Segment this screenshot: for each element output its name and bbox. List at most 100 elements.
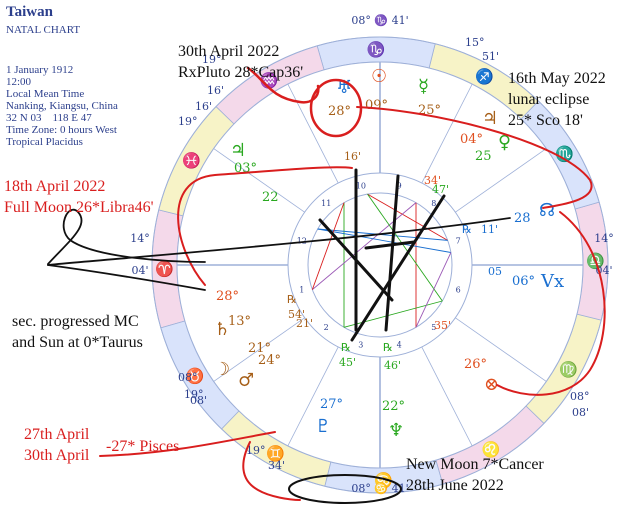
pluto-annotation-date: 30th April 2022 bbox=[178, 43, 280, 60]
zodiac-sign-glyph: ♓ bbox=[182, 152, 201, 170]
house-number-8: 8 bbox=[431, 199, 436, 208]
aspect-line bbox=[312, 202, 417, 290]
house-number-5: 5 bbox=[431, 323, 436, 332]
pluto2-degree: 27° bbox=[320, 397, 343, 412]
april-annotation-line2: 30th April bbox=[24, 447, 90, 464]
mars-degree: 26° bbox=[464, 357, 487, 372]
zodiac-sign-glyph: ♍ bbox=[559, 360, 578, 378]
red-eclipse-line bbox=[356, 106, 593, 209]
zodiac-sign-glyph: ♌ bbox=[482, 441, 501, 459]
black-ic-ellipse bbox=[288, 474, 402, 504]
degree-05: 05 bbox=[488, 265, 502, 278]
april-annotation-line1: 27th April bbox=[24, 426, 90, 443]
minute-35: 35' bbox=[434, 319, 451, 332]
cusp-degree-labels: 08° ♑ 41' 08° ♋ 41' 14° 04' 14° 04' 15° … bbox=[130, 14, 614, 495]
cusp8-degree: 08° bbox=[570, 390, 590, 403]
eclipse-annotation-date: 16th May 2022 bbox=[508, 70, 606, 87]
mercury-glyph: ☿ bbox=[418, 76, 429, 97]
fortune-glyph: ⊗ bbox=[484, 374, 499, 395]
aspect-line bbox=[317, 228, 451, 253]
house-number-3: 3 bbox=[358, 341, 363, 350]
desc-degree-label: 14° bbox=[594, 232, 614, 245]
house-cusp-line bbox=[213, 148, 305, 213]
minute-46: 46' bbox=[384, 359, 401, 372]
house-cusp-line bbox=[455, 148, 547, 213]
cusp9-degree: 19° bbox=[202, 53, 222, 66]
black-stroke-2 bbox=[384, 174, 400, 332]
sun-glyph: ☉ bbox=[371, 66, 387, 87]
cusp2-minute: 08' bbox=[190, 394, 207, 407]
minute-54: 54' bbox=[288, 308, 305, 321]
progressed-annotation-line2: and Sun at 0*Taurus bbox=[12, 334, 143, 351]
cusp8-minute: 08' bbox=[572, 406, 589, 419]
zodiac-sign-glyph: ♐ bbox=[475, 68, 494, 86]
saturn-glyph: ♄ bbox=[214, 319, 230, 340]
black-axis-tail bbox=[47, 264, 206, 291]
newmoon-annotation-text: New Moon 7*Cancer bbox=[406, 456, 544, 473]
leo-degree: 28° bbox=[216, 289, 239, 304]
house-cusp-line bbox=[213, 317, 305, 382]
chart-title: Taiwan bbox=[6, 4, 53, 20]
retro-mark-2: ℞ bbox=[287, 293, 297, 306]
sun-degree: 09° bbox=[365, 98, 388, 113]
minute-47: 47' bbox=[432, 183, 449, 196]
venus-degree: 04° bbox=[460, 132, 483, 147]
house-number-9: 9 bbox=[397, 181, 402, 190]
mars-glyph: ♂ bbox=[238, 370, 254, 391]
minute-16: 16' bbox=[344, 150, 361, 163]
venus-sub-degree: 25 bbox=[475, 149, 492, 164]
zodiac-sign-glyph: ♉ bbox=[186, 367, 205, 385]
vertex-label: Vx bbox=[540, 271, 564, 292]
aspect-line bbox=[415, 252, 452, 328]
pluto2-glyph: ♇ bbox=[315, 416, 331, 437]
house-cusp-line bbox=[455, 317, 547, 382]
cusp12-minute: 16' bbox=[195, 100, 212, 113]
red-fullmoon-curve bbox=[177, 166, 353, 286]
house-number-11: 11 bbox=[321, 199, 331, 208]
eclipse-annotation-type: lunar eclipse bbox=[508, 91, 590, 108]
house-number-4: 4 bbox=[397, 341, 402, 350]
pluto-degree: 21° bbox=[248, 341, 271, 356]
jupiter-glyph: ♃ bbox=[230, 140, 246, 161]
birth-place: Nanking, Kiangsu, China bbox=[6, 100, 118, 112]
retro-mark-3: ℞ bbox=[341, 341, 351, 354]
zodiac-sign-glyph: ♈ bbox=[155, 260, 174, 278]
retro-mark-4: ℞ bbox=[383, 341, 393, 354]
time-zone: Time Zone: 0 hours West bbox=[6, 124, 117, 136]
chart-subtitle: NATAL CHART bbox=[6, 24, 81, 36]
pluto-annotation-text: RxPluto 28*Cap36' bbox=[178, 64, 304, 81]
cusp9-minute: 16' bbox=[207, 84, 224, 97]
zodiac-sign-glyph: ♋ bbox=[374, 471, 393, 489]
minute-21: 21' bbox=[296, 317, 313, 330]
neptune-glyph: ♆ bbox=[388, 420, 404, 441]
progressed-annotation-line1: sec. progressed MC bbox=[12, 313, 139, 330]
red-newmoon-curve bbox=[496, 211, 606, 396]
cusp3-degree: 19° bbox=[246, 444, 266, 457]
planet-placements: ♅ 28° ☉ 09° ☿ 25° ♃ 04° ♀ 25 ♃ 03° 22 ☊ … bbox=[214, 66, 564, 441]
asc-minute-label: 04' bbox=[131, 264, 148, 277]
zodiac-sign-glyph: ♑ bbox=[367, 41, 386, 59]
house-cusp-line bbox=[421, 83, 473, 184]
mc-degree-label: 08° ♑ 41' bbox=[351, 14, 408, 27]
black-stroke-3 bbox=[350, 194, 446, 342]
node-degree: 22 bbox=[262, 190, 279, 205]
moon-degree: 24° bbox=[258, 353, 281, 368]
cusp11-degree: 15° bbox=[465, 36, 485, 49]
house-number-2: 2 bbox=[324, 323, 329, 332]
aspect-lines bbox=[311, 193, 452, 328]
aspect-line bbox=[367, 193, 443, 302]
jupiter-glyph-top: ♃ bbox=[482, 108, 498, 129]
node-right-degree: 28 bbox=[514, 211, 531, 226]
house-cusp-line bbox=[421, 346, 473, 447]
fullmoon-annotation-text: Full Moon 26*Libra46' bbox=[4, 199, 154, 216]
cusp11-minute: 51' bbox=[482, 50, 499, 63]
red-pluto-hook bbox=[246, 66, 320, 104]
house-number-10: 10 bbox=[356, 181, 366, 190]
birth-time: 12:00 bbox=[6, 76, 32, 88]
venus-glyph: ♀ bbox=[498, 132, 511, 153]
moon-glyph: ☽ bbox=[214, 359, 230, 380]
house-number-7: 7 bbox=[456, 236, 461, 245]
black-stroke-5 bbox=[364, 240, 416, 250]
